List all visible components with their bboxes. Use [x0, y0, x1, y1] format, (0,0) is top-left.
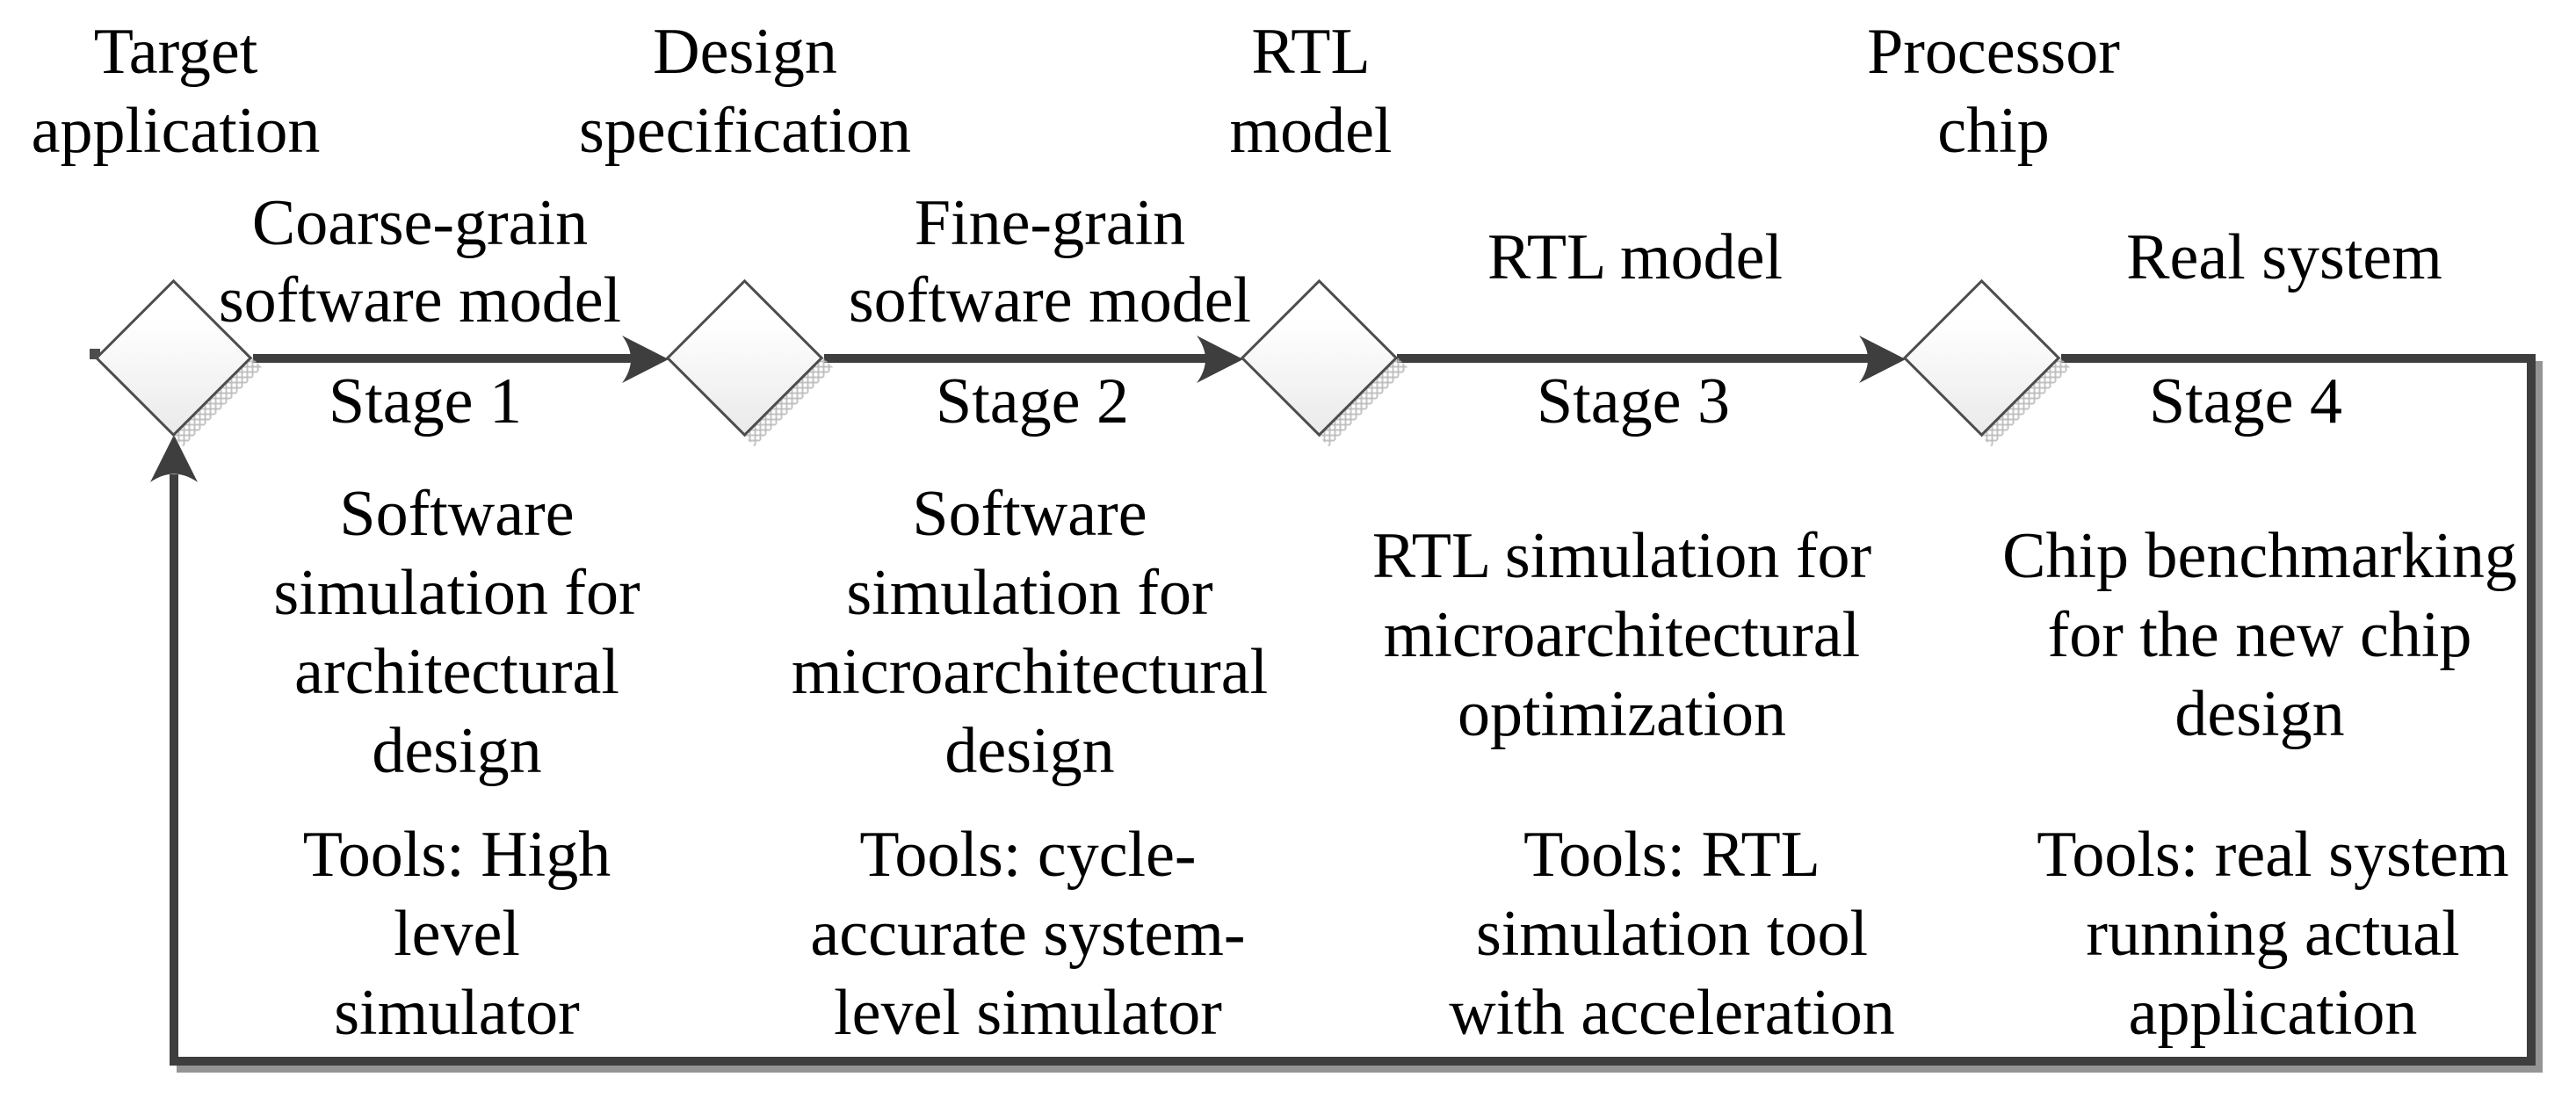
stage-1-label: Stage 1 — [329, 365, 522, 437]
milestone-diamond-design-specification — [665, 278, 834, 447]
milestone-diamond-target-application — [94, 278, 263, 447]
model-label-fine-grain: Fine-grain software model — [848, 187, 1252, 336]
milestone-label-rtl-model: RTL model — [1229, 16, 1393, 167]
stage-4-tools: Tools: real system running actual applic… — [2037, 819, 2509, 1049]
model-label-rtl-model: RTL model — [1487, 221, 1784, 293]
diamond-shape — [1240, 278, 1399, 437]
feedback-right-line — [2527, 354, 2536, 1066]
stage-1-arrow-line — [253, 354, 641, 363]
stage-2-activity: Software simulation for microarchitectur… — [791, 478, 1269, 787]
feedback-bottom-line — [170, 1057, 2536, 1066]
model-label-coarse-grain: Coarse-grain software model — [218, 187, 622, 336]
feedback-left-line — [170, 474, 178, 1066]
diamond-shape — [1902, 278, 2061, 437]
arrowhead-up-icon — [150, 435, 198, 482]
stage-1-tools: Tools: High level simulator — [302, 819, 611, 1049]
diamond-shape — [665, 278, 824, 437]
stage-3-tools: Tools: RTL simulation tool with accelera… — [1449, 819, 1895, 1049]
milestone-diamond-processor-chip — [1902, 278, 2071, 447]
stage-4-arrow-line — [2061, 354, 2536, 363]
stage-3-activity: RTL simulation for microarchitectural op… — [1371, 520, 1872, 750]
diamond-shape — [94, 278, 253, 437]
feedback-bottom-line-shadow — [177, 1064, 2543, 1073]
feedback-right-line-shadow — [2534, 361, 2543, 1073]
stage-1-activity: Software simulation for architectural de… — [273, 478, 640, 787]
stage-3-label: Stage 3 — [1537, 365, 1730, 437]
milestone-label-processor-chip: Processor chip — [1867, 16, 2120, 167]
milestone-label-target-application: Target application — [31, 16, 321, 167]
stage-4-activity: Chip benchmarking for the new chip desig… — [2002, 520, 2517, 750]
stage-4-label: Stage 4 — [2149, 365, 2342, 437]
milestone-diamond-rtl-model — [1240, 278, 1408, 447]
stage-2-tools: Tools: cycle- accurate system- level sim… — [810, 819, 1246, 1049]
arrowhead-right-icon — [1859, 336, 1906, 383]
stage-2-arrow-line — [824, 354, 1216, 363]
milestone-label-design-specification: Design specification — [578, 16, 912, 167]
model-label-real-system: Real system — [2126, 221, 2442, 293]
arrowhead-right-icon — [1197, 336, 1243, 383]
arrowhead-right-icon — [622, 336, 669, 383]
stage-2-label: Stage 2 — [936, 365, 1129, 437]
stage-3-arrow-line — [1397, 354, 1878, 363]
